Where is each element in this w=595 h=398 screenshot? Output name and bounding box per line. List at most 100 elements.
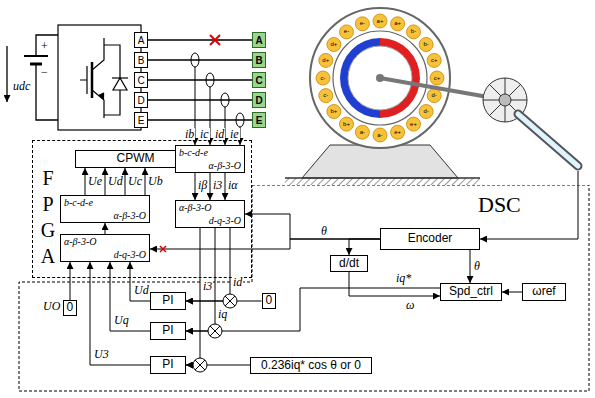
- slot-label: a-: [355, 129, 369, 136]
- slot-label: b-: [419, 41, 433, 48]
- motor-rotor: [348, 46, 412, 110]
- summing-junction: [208, 324, 222, 338]
- node-text: d-q-3-O: [209, 215, 241, 226]
- control-block: Encoder: [380, 228, 480, 250]
- inverter-phase-terminal: B: [134, 52, 148, 68]
- signal-label: Ud: [107, 175, 124, 187]
- inverter-symbol: [91, 62, 94, 98]
- node-text: C: [255, 75, 262, 86]
- slot-label: d+: [319, 57, 333, 64]
- stator-slot: [407, 25, 421, 39]
- signal-label: Uc: [127, 175, 143, 187]
- node-text: F P G A: [38, 165, 58, 269]
- signal-line: [186, 228, 230, 301]
- control-block: PI: [150, 356, 186, 374]
- signal-label: UO: [42, 300, 61, 312]
- node-text: E: [256, 115, 263, 126]
- phase-line: [148, 99, 252, 101]
- stator-slot: [427, 53, 441, 67]
- slot-label: b+: [327, 108, 341, 115]
- signal-label: ib: [184, 128, 195, 140]
- node-text: Spd_ctrl: [449, 285, 493, 298]
- slot-label: d-: [427, 92, 441, 99]
- signal-label: θ: [320, 225, 328, 237]
- node-text: D: [255, 95, 262, 106]
- summing-junction: [210, 326, 220, 336]
- inverter-phase-terminal: C: [134, 72, 148, 88]
- signal-label: θ: [473, 260, 481, 272]
- motor-stator: [310, 8, 450, 148]
- stator-slot: [339, 117, 353, 131]
- slot-label: a+: [391, 20, 405, 27]
- motor-base: [285, 177, 480, 179]
- signal-label: iq*: [395, 272, 412, 284]
- stator-slot: [355, 125, 369, 139]
- fpga-region: F P G ACPWMb-c-d-eα-β-3-Oα-β-3-Od-q-3-Ob…: [32, 140, 252, 278]
- slot-label: c-: [319, 92, 333, 99]
- stator-slot: [319, 53, 333, 67]
- stator-slot: [355, 17, 369, 31]
- slot-label: e-: [355, 20, 369, 27]
- signal-wire: [85, 168, 86, 195]
- slot-label: c+: [427, 57, 441, 64]
- signal-label: +: [40, 40, 49, 52]
- inverter-symbol: [58, 25, 141, 130]
- stator-slot: [316, 71, 330, 85]
- signal-label: i3: [202, 280, 213, 292]
- transform-block: b-c-d-e α-β-3-O: [60, 195, 150, 223]
- node-text: α-β-3-O: [114, 210, 146, 221]
- signal-wire: [225, 173, 226, 200]
- node-text: Encoder: [408, 232, 453, 245]
- battery-symbol: [6, 46, 7, 102]
- motor-stator: [310, 8, 450, 148]
- node-text: B: [255, 55, 262, 66]
- signal-wire: [125, 168, 126, 195]
- fault-mark: [160, 246, 166, 252]
- motor-terminal: C: [252, 72, 266, 88]
- motor-terminal: B: [252, 52, 266, 68]
- signal-label: U3: [93, 348, 110, 360]
- node-text: 0: [266, 294, 273, 307]
- dsc-region: DSCEncoderd/dtSpd_ctrlωrefPIPIPI000.236i…: [18, 185, 590, 392]
- inverter-symbol: [80, 66, 87, 94]
- inverter-symbol: [58, 25, 141, 130]
- encoder-cable: [518, 114, 578, 166]
- control-block: 0: [63, 300, 78, 316]
- slot-label: e-: [339, 28, 353, 35]
- signal-line: [245, 214, 380, 239]
- control-block: d/dt: [330, 255, 368, 272]
- signal-label: iq: [217, 308, 228, 320]
- motor-stator: [333, 31, 427, 125]
- signal-line: [349, 272, 440, 296]
- phase-line: [148, 119, 252, 121]
- slot-label: a+: [373, 18, 387, 25]
- encoder-wheel: [499, 94, 511, 106]
- node-text: A: [255, 35, 262, 46]
- signal-label: ie: [229, 128, 240, 140]
- control-block: Spd_ctrl: [440, 283, 502, 301]
- motor-terminal: E: [252, 112, 266, 128]
- inverter-symbol: [92, 90, 104, 118]
- stator-slot: [319, 89, 333, 103]
- summing-junction: [225, 296, 235, 306]
- stator-slot: [327, 37, 341, 51]
- signal-label: Uq: [113, 314, 130, 326]
- signal-label: ic: [199, 128, 210, 140]
- battery-symbol: [7, 35, 58, 120]
- signal-label: udc: [12, 80, 31, 92]
- node-text: b-c-d-e: [64, 197, 93, 208]
- control-block: PI: [150, 292, 186, 310]
- transform-block: b-c-d-eα-β-3-O: [175, 145, 245, 173]
- motor-base: [302, 145, 458, 178]
- node-text: 0.236iq* cos θ or 0: [261, 359, 361, 372]
- slot-label: c+: [430, 75, 444, 82]
- stator-slot: [339, 25, 353, 39]
- signal-line: [70, 262, 71, 300]
- battery-symbol: [36, 35, 58, 56]
- stator-slot: [407, 117, 421, 131]
- signal-line: [150, 239, 380, 249]
- stator-slot: [427, 89, 441, 103]
- inverter-phase-terminal: D: [134, 92, 148, 108]
- motor-terminal: D: [252, 92, 266, 108]
- control-block: 0.236iq* cos θ or 0: [250, 357, 372, 374]
